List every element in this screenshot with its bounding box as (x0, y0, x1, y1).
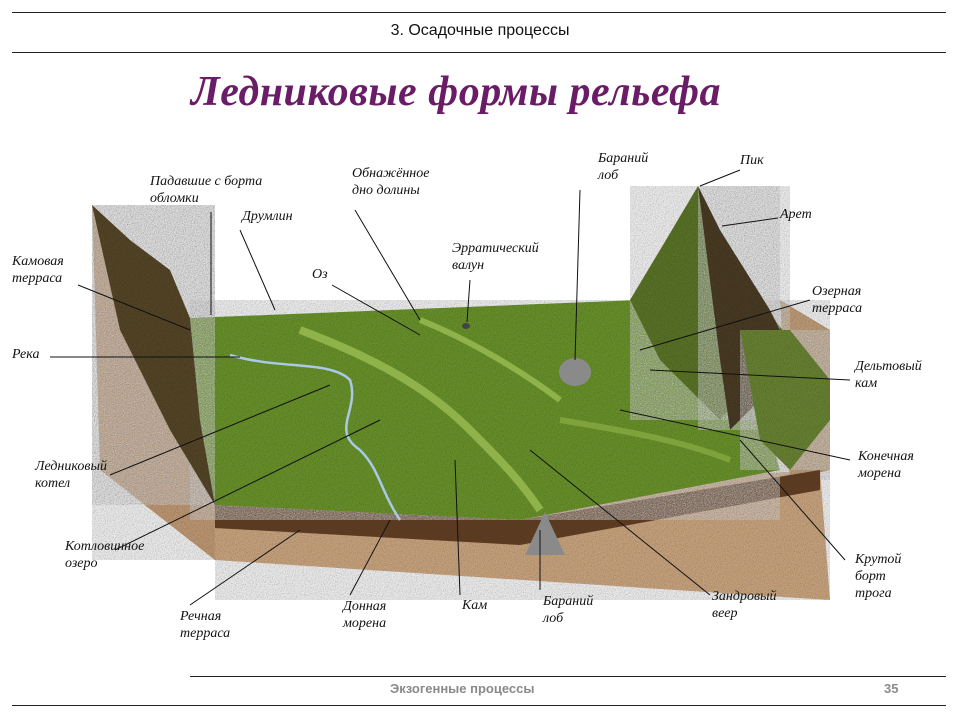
footer-topic: Экзогенные процессы (390, 681, 535, 696)
header-bottom-rule (12, 52, 946, 53)
page-number: 35 (884, 681, 899, 696)
roche-moutonnee (525, 512, 565, 555)
valley-floor (190, 300, 780, 520)
slide-title: Ледниковые формы рельефа (190, 69, 722, 115)
footer-rule (190, 676, 946, 677)
erratic-boulder (559, 358, 591, 386)
label-kame: Кам (461, 598, 487, 613)
label-river: Река (11, 347, 39, 362)
soil-band (215, 470, 820, 545)
river (229, 353, 402, 521)
esker-ridge (298, 326, 544, 513)
label-peak: Пик (739, 153, 764, 168)
end-moraine-ridge (559, 417, 732, 463)
left-valley-wall (92, 205, 215, 505)
drumlin-ridge (418, 317, 562, 403)
label-oz: Оз (312, 267, 328, 282)
header-section-title: 3. Осадочные процессы (390, 22, 570, 39)
footer-bottom-rule (12, 705, 946, 706)
label-drumlin: Друмлин (240, 209, 293, 224)
leader-lines (50, 169, 851, 606)
header-top-rule (12, 12, 946, 13)
right-lower-ridge (740, 330, 830, 470)
label-arete: Арет (779, 207, 812, 222)
erratic-boulder-small (462, 323, 470, 329)
